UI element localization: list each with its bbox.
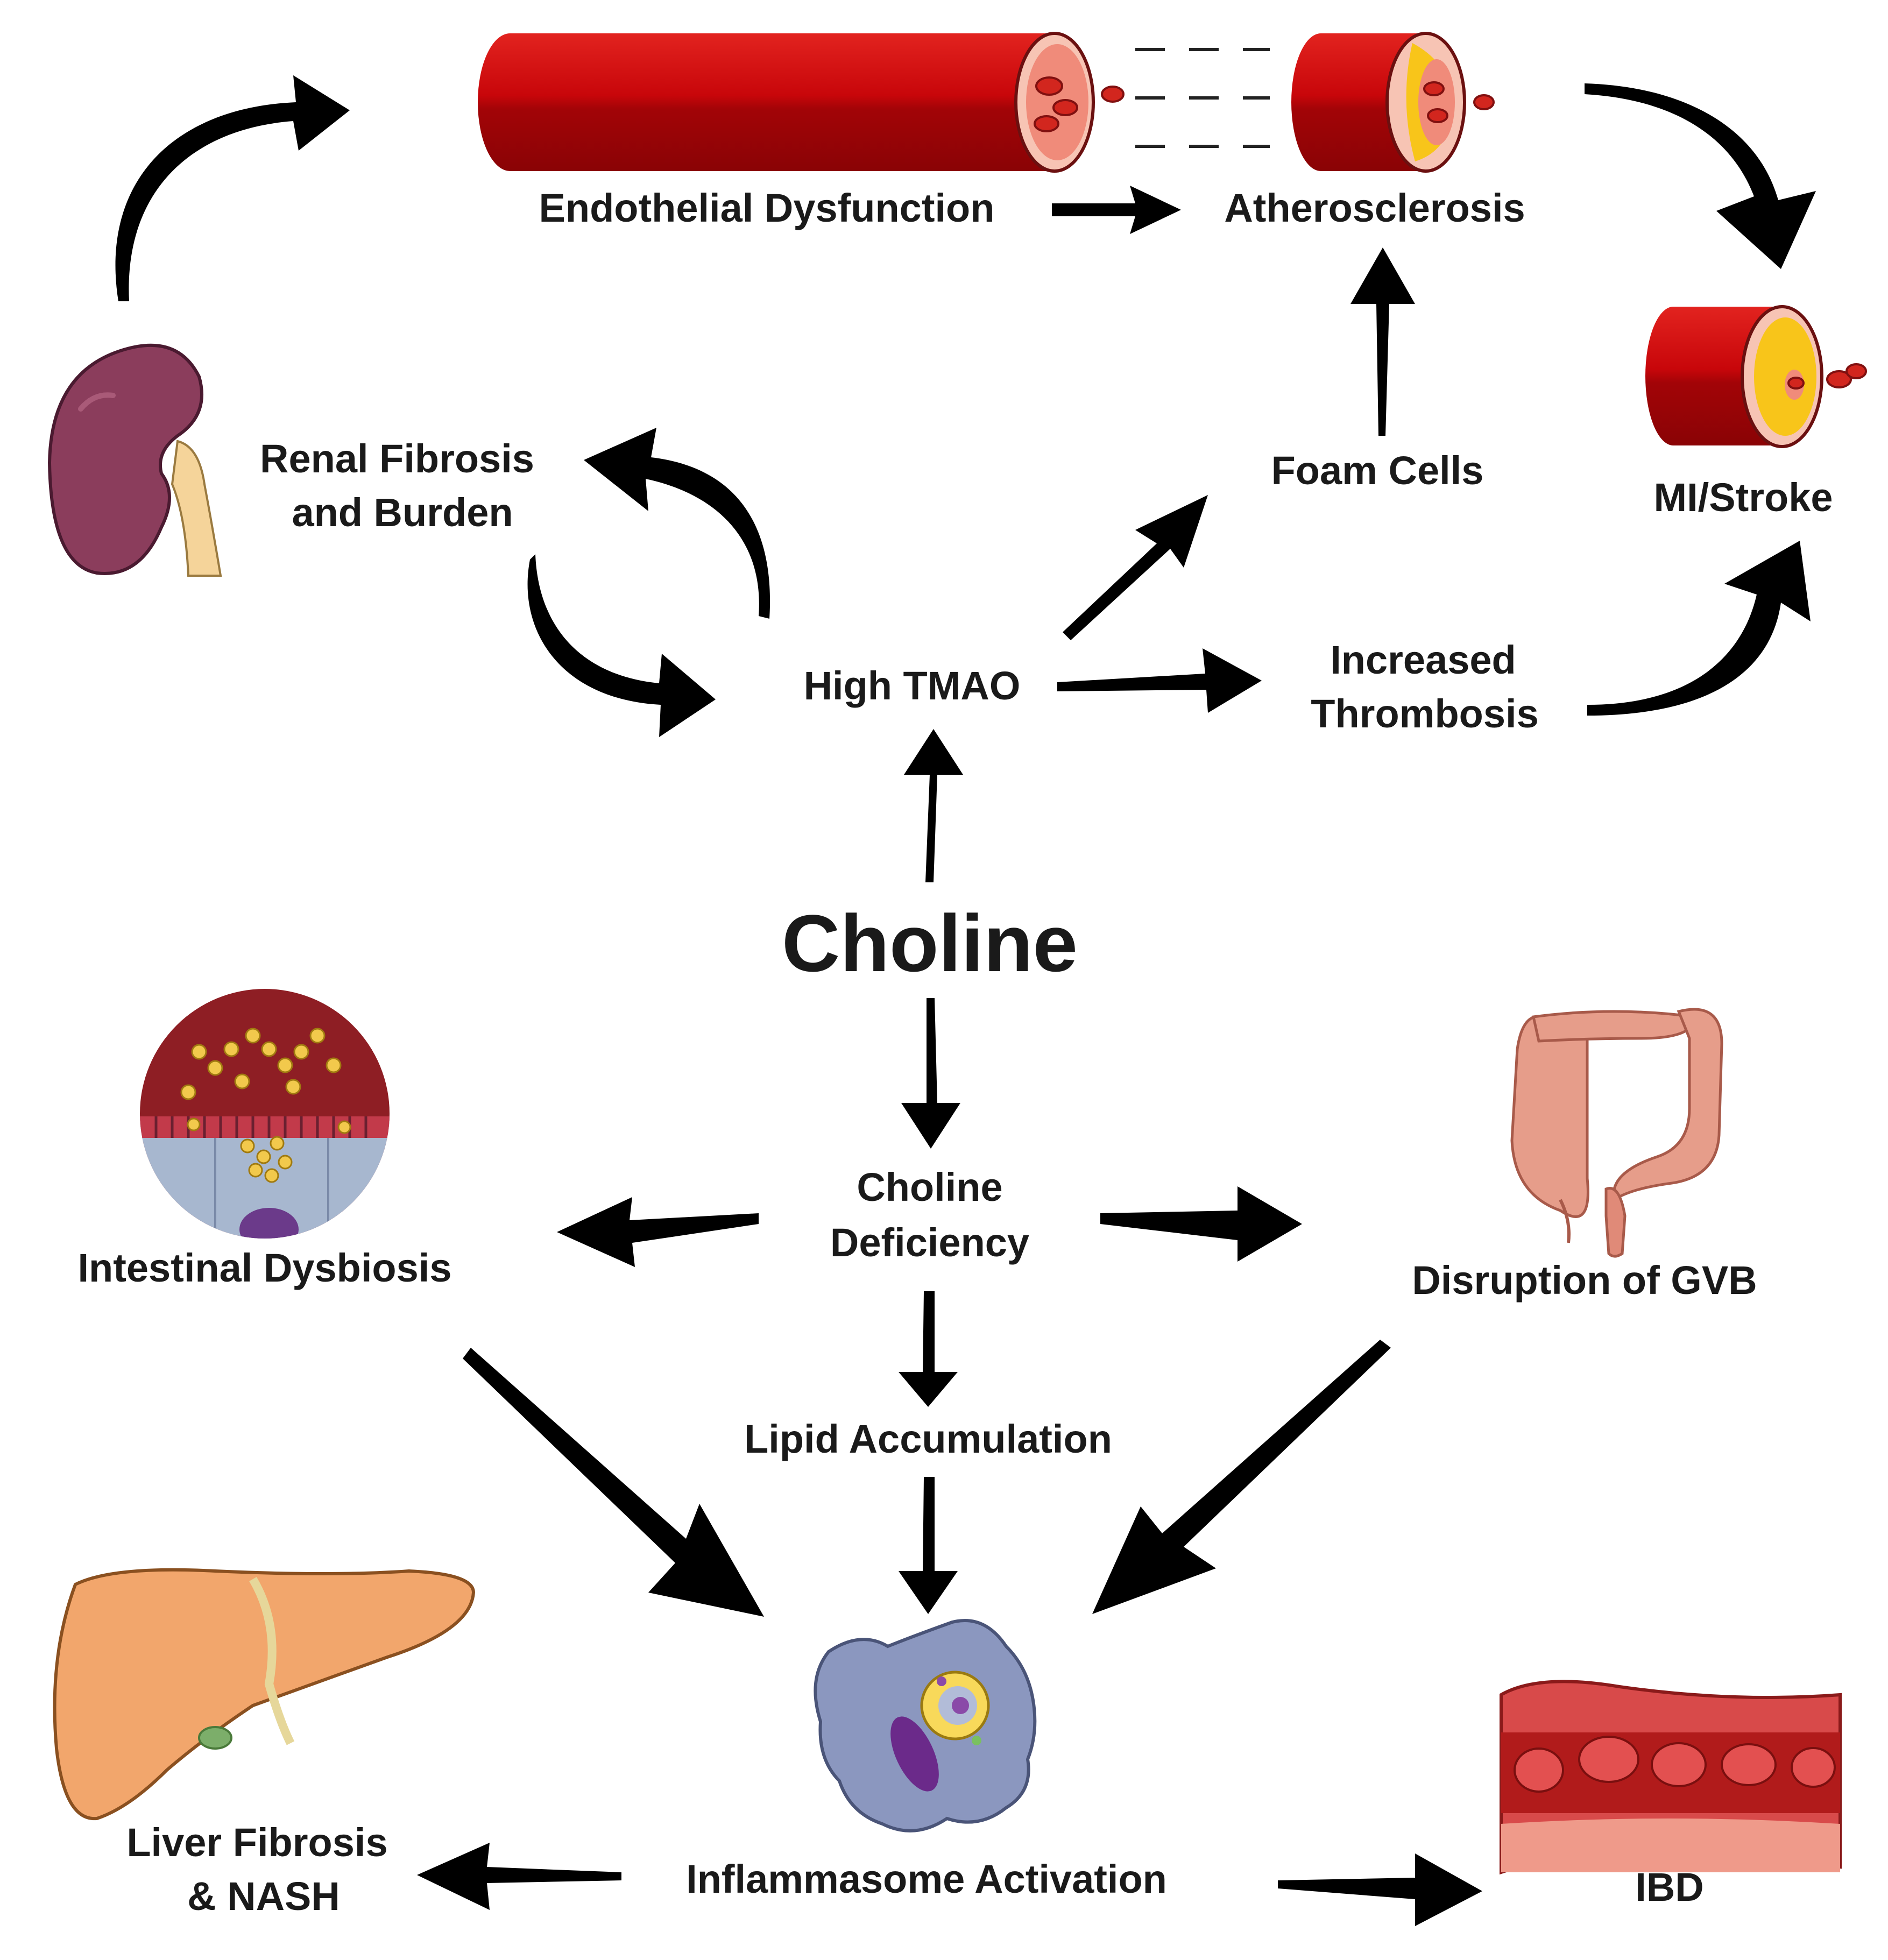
arrow-tmao-to-renal	[584, 428, 770, 619]
label-atherosclerosis: Atherosclerosis	[1224, 186, 1525, 230]
arrow-atherosclerosis-to-mi	[1585, 83, 1816, 269]
arrow-choline-to-deficiency	[901, 998, 960, 1149]
intestinal-villi-icon	[140, 989, 390, 1239]
arrow-deficiency-to-dysbiosis	[557, 1197, 759, 1267]
arrows	[115, 75, 1816, 1926]
label-lipid-accumulation: Lipid Accumulation	[744, 1417, 1112, 1461]
arrow-endothelial-to-atherosclerosis	[1052, 186, 1181, 234]
arrow-renal-to-tmao	[527, 554, 716, 737]
label-ibd: IBD	[1635, 1865, 1703, 1909]
arrow-thrombosis-to-mi	[1587, 541, 1811, 716]
arrow-choline-to-tmao	[904, 729, 963, 882]
liver-icon	[53, 1568, 476, 1821]
label-liver-fibrosis-1: Liver Fibrosis	[126, 1820, 387, 1865]
label-renal-fibrosis-2: and Burden	[292, 490, 513, 535]
arrow-inflammasome-to-ibd	[1278, 1853, 1482, 1926]
blood-vessel-icon	[478, 32, 1125, 173]
arrow-gvb-to-inflammasome	[1092, 1340, 1391, 1614]
label-endothelial-dysfunction: Endothelial Dysfunction	[539, 186, 995, 230]
atherosclerotic-vessel-icon	[1291, 32, 1495, 173]
arrow-deficiency-to-gvb	[1100, 1186, 1302, 1262]
label-choline-deficiency-2: Deficiency	[830, 1220, 1029, 1265]
vessel-gap-dashes	[1135, 48, 1270, 148]
label-choline: Choline	[782, 898, 1078, 988]
label-liver-fibrosis-2: & NASH	[187, 1874, 340, 1919]
kidney-icon	[47, 343, 222, 577]
label-high-tmao: High TMAO	[804, 663, 1021, 708]
labels: Endothelial Dysfunction Atherosclerosis …	[78, 186, 1833, 1919]
label-disruption-gvb: Disruption of GVB	[1412, 1258, 1757, 1303]
arrow-inflammasome-to-liver	[417, 1843, 621, 1910]
label-thrombosis-2: Thrombosis	[1311, 691, 1538, 736]
arrow-tmao-to-thrombosis	[1057, 648, 1262, 713]
macrophage-icon	[814, 1619, 1037, 1832]
arrow-kidney-to-endothelial	[115, 75, 350, 301]
label-renal-fibrosis-1: Renal Fibrosis	[260, 436, 534, 481]
label-intestinal-dysbiosis: Intestinal Dysbiosis	[78, 1246, 452, 1290]
label-inflammasome-activation: Inflammasome Activation	[686, 1857, 1167, 1901]
label-foam-cells: Foam Cells	[1271, 448, 1484, 493]
arrow-dysbiosis-to-inflammasome	[463, 1348, 764, 1617]
inflamed-colon-icon	[1500, 1680, 1842, 1875]
arrow-tmao-to-foam	[1063, 495, 1208, 640]
arrow-lipid-to-inflammasome	[899, 1477, 958, 1614]
label-thrombosis-1: Increased	[1330, 638, 1516, 682]
label-choline-deficiency-1: Choline	[857, 1165, 1002, 1209]
arrow-deficiency-to-lipid	[899, 1291, 958, 1407]
arrow-foam-to-atherosclerosis	[1350, 247, 1415, 436]
occluded-vessel-icon	[1645, 305, 1867, 448]
colon-icon	[1510, 1008, 1723, 1258]
label-mi-stroke: MI/Stroke	[1653, 475, 1833, 520]
